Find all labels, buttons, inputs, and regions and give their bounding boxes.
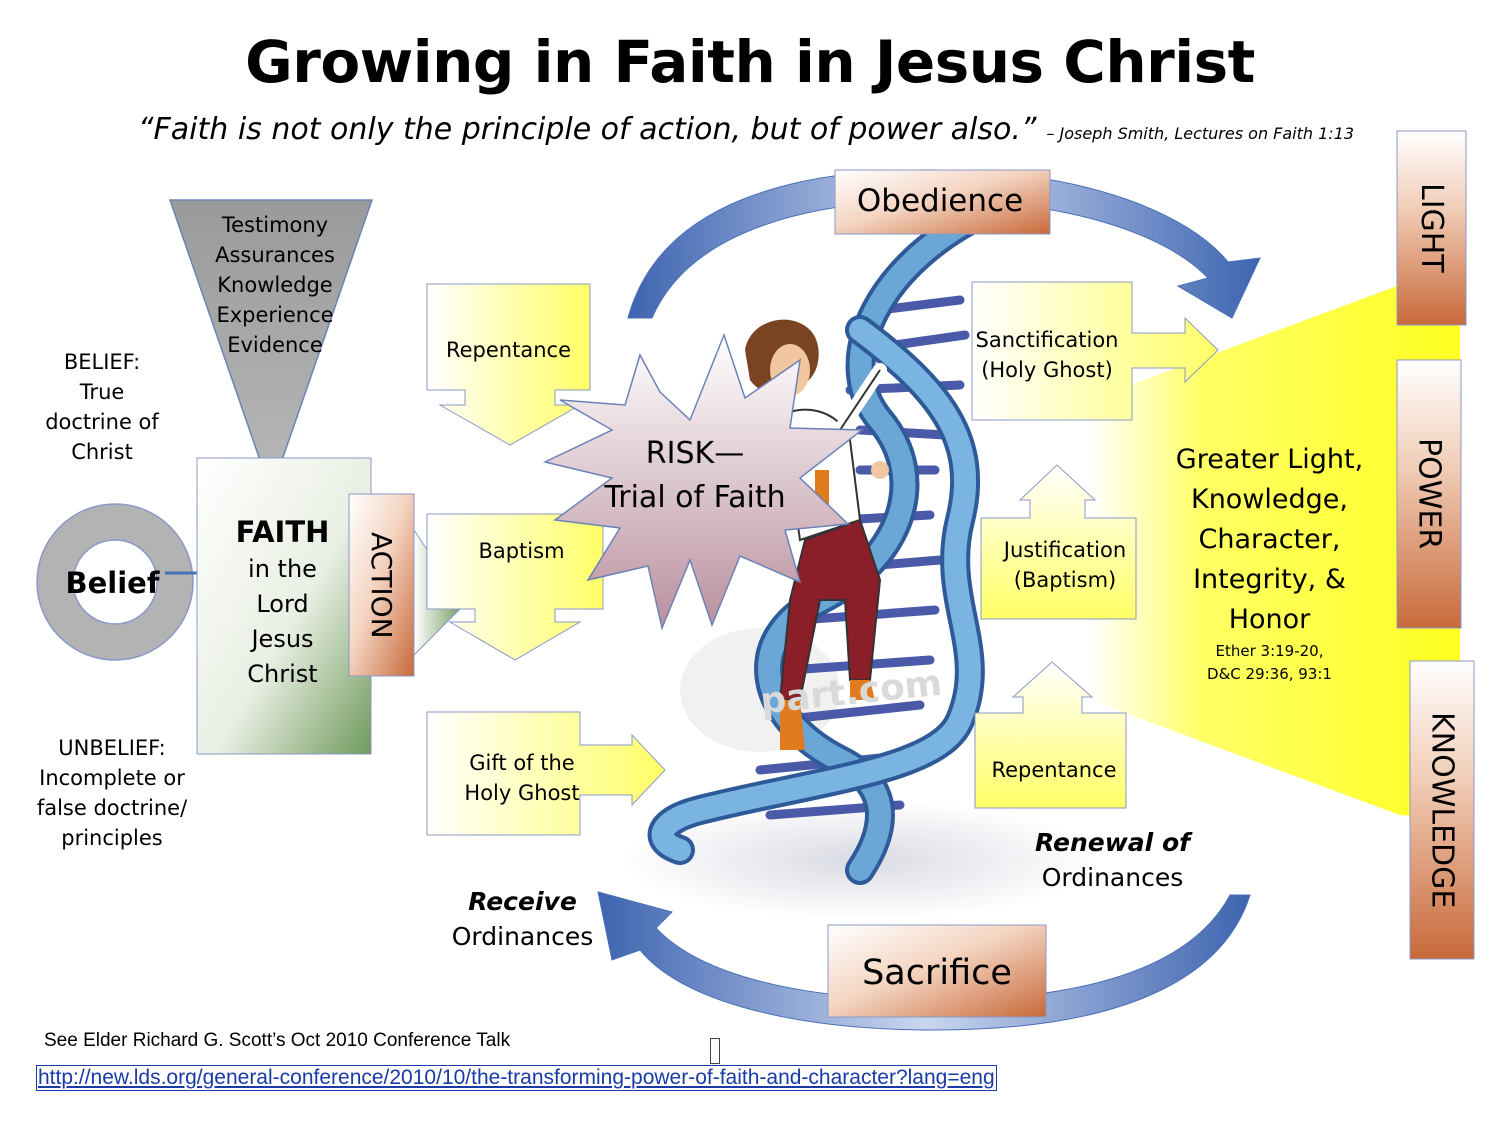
sanctification-label: Sanctification (Holy Ghost) — [972, 325, 1122, 385]
light-box — [1396, 130, 1467, 326]
result-line: Knowledge, — [1190, 484, 1348, 515]
result-line: Greater Light, — [1175, 444, 1364, 475]
unbelief-note-line: UNBELIEF: — [58, 736, 166, 760]
renewal-repentance-box-shape — [974, 661, 1127, 809]
faith-line: in the — [248, 555, 317, 583]
gift-of-holy-ghost-label: Gift of the Holy Ghost — [464, 751, 580, 805]
page-title: Growing in Faith in Jesus Christ — [245, 28, 1255, 96]
triangle-item: Assurances — [215, 243, 335, 267]
gift-box-shape — [426, 711, 666, 836]
risk-label: RISK— Trial of Faith — [585, 432, 805, 520]
reference-text: See Elder Richard G. Scott’s Oct 2010 Co… — [44, 1030, 511, 1051]
renewal-caption: Renewal of Ordinances — [1030, 825, 1195, 895]
sanctification-line: Sanctification — [975, 328, 1119, 352]
faith-heading: FAITH — [235, 515, 330, 549]
receive-caption: Ordinances — [451, 922, 594, 951]
triangle-item: Experience — [216, 303, 334, 327]
knowledge-box — [1409, 660, 1475, 960]
light-beam — [1090, 285, 1460, 820]
sacrifice-arc-arrow — [597, 891, 1251, 1031]
faith-line: Christ — [247, 660, 318, 688]
justification-label: Justification (Baptism) — [990, 535, 1140, 595]
unbelief-note-line: Incomplete or — [39, 766, 185, 790]
renewal-caption-text: Ordinances — [1041, 863, 1184, 892]
obedience-arc-arrow — [627, 169, 1261, 319]
quote-attribution: – Joseph Smith, Lectures on Faith 1:13 — [1046, 124, 1355, 143]
renewal-caption-bold: Renewal of — [1034, 828, 1190, 857]
result-ref: Ether 3:19-20, — [1215, 642, 1324, 660]
quote: “Faith is not only the principle of acti… — [138, 112, 1354, 147]
repentance-box-shape — [426, 283, 591, 446]
result-ref: D&C 29:36, 93:1 — [1207, 665, 1332, 683]
receive-caption-bold: Receive — [468, 887, 577, 916]
justification-box-shape — [980, 464, 1137, 620]
reference-link[interactable]: http://new.lds.org/general-conference/20… — [36, 1065, 997, 1091]
sanctification-box-shape — [971, 281, 1219, 421]
quote-text: “Faith is not only the principle of acti… — [138, 112, 1037, 147]
unbelief-note-line: principles — [61, 826, 163, 850]
belief-note: BELIEF: True doctrine of Christ — [22, 347, 182, 467]
light-label: LIGHT — [1414, 183, 1449, 273]
result-line: Integrity, & — [1193, 564, 1346, 595]
belief-note-line: True — [79, 380, 125, 404]
triangle-item: Evidence — [227, 333, 323, 357]
renewal-repentance-label: Repentance — [991, 758, 1117, 782]
faith-line: Jesus — [251, 625, 314, 653]
baptism-label: Baptism — [478, 539, 565, 563]
knowledge-label: KNOWLEDGE — [1424, 711, 1460, 909]
obedience-box — [834, 169, 1051, 235]
faith-box-bg — [196, 457, 372, 755]
power-label: POWER — [1411, 438, 1447, 550]
action-label: ACTION — [365, 531, 398, 639]
action-box — [348, 493, 415, 677]
power-box — [1396, 359, 1462, 629]
text-cursor-icon — [710, 1038, 720, 1064]
result-text: Greater Light, Knowledge, Character, Int… — [1162, 440, 1377, 686]
unbelief-note-line: false doctrine/ — [36, 796, 188, 820]
justification-line: Justification — [1003, 538, 1127, 562]
unbelief-note: UNBELIEF: Incomplete or false doctrine/ … — [22, 733, 202, 853]
justification-line: (Baptism) — [1013, 568, 1117, 592]
belief-note-line: doctrine of — [45, 410, 159, 434]
repentance-label: Repentance — [445, 338, 571, 362]
faith-line: Lord — [256, 590, 309, 618]
sacrifice-box — [827, 924, 1047, 1018]
evidence-triangle — [168, 199, 374, 495]
baptism-box-shape — [426, 513, 604, 661]
belief-note-line: BELIEF: — [63, 350, 141, 374]
faith-box: FAITH in the Lord Jesus Christ — [200, 512, 365, 692]
obedience-label: Obedience — [856, 183, 1024, 219]
risk-line: Trial of Faith — [604, 480, 786, 515]
triangle-items: Testimony Assurances Knowledge Experienc… — [185, 210, 365, 360]
triangle-item: Testimony — [221, 213, 329, 237]
risk-line: RISK— — [645, 436, 745, 471]
belief-note-line: Christ — [71, 440, 133, 464]
risk-starburst — [542, 332, 865, 631]
sanctification-line: (Holy Ghost) — [981, 358, 1113, 382]
result-line: Honor — [1228, 604, 1311, 635]
belief-ring — [37, 504, 193, 660]
result-line: Character, — [1198, 524, 1341, 555]
receive-ordinances-caption: Receive Ordinances — [440, 884, 605, 954]
triangle-item: Knowledge — [217, 273, 333, 297]
sacrifice-label: Sacrifice — [862, 953, 1012, 993]
belief-ring-label: Belief — [65, 566, 160, 600]
